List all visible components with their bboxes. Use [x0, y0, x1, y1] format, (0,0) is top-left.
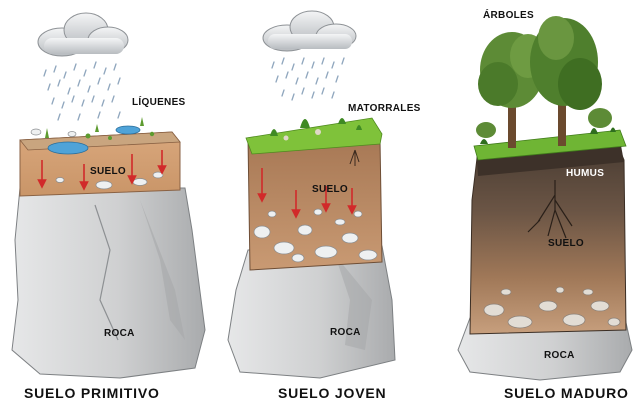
- pebbles: [253, 208, 378, 263]
- shrub-icon: [480, 127, 616, 144]
- soil-label: SUELO: [90, 166, 126, 177]
- infiltration-arrows: [257, 168, 357, 219]
- plant-label-lichens: LÍQUENES: [132, 97, 186, 108]
- rock-label: ROCA: [104, 328, 135, 339]
- panel-mature-soil: [457, 16, 633, 381]
- panel-title-young: SUELO JOVEN: [278, 385, 387, 401]
- plant-label-trees: ÁRBOLES: [483, 10, 534, 21]
- rain-icon: [271, 57, 345, 101]
- rock-shade: [140, 200, 185, 340]
- root-icon: [527, 180, 573, 239]
- panel-title-primitive: SUELO PRIMITIVO: [24, 385, 160, 401]
- rock-shade: [335, 255, 372, 350]
- humus-label: HUMUS: [566, 168, 605, 179]
- water-puddle: [115, 125, 141, 135]
- tree-icon: [476, 16, 612, 148]
- rock-label: ROCA: [330, 327, 361, 338]
- bedrock: [11, 187, 206, 379]
- panel-young-soil: [227, 10, 396, 379]
- shrub-icon: [270, 118, 362, 141]
- soil-label: SUELO: [312, 184, 348, 195]
- grass-surface: [245, 117, 383, 155]
- infiltration-arrows: [37, 150, 167, 191]
- panel-primitive-soil: [11, 12, 206, 379]
- rock-label: ROCA: [544, 350, 575, 361]
- pebbles: [483, 286, 621, 329]
- grass-surface: [473, 129, 627, 161]
- rain-icon: [43, 61, 121, 121]
- soil-label: SUELO: [548, 238, 584, 249]
- root-icon: [349, 149, 360, 166]
- lichen-icon: [45, 117, 155, 140]
- cloud-icon: [37, 12, 129, 57]
- water-puddle: [47, 141, 89, 155]
- cloud-icon: [262, 10, 357, 52]
- rock-crack: [94, 204, 119, 341]
- plant-label-shrubs: MATORRALES: [348, 103, 421, 114]
- panel-title-mature: SUELO MADURO: [504, 385, 629, 401]
